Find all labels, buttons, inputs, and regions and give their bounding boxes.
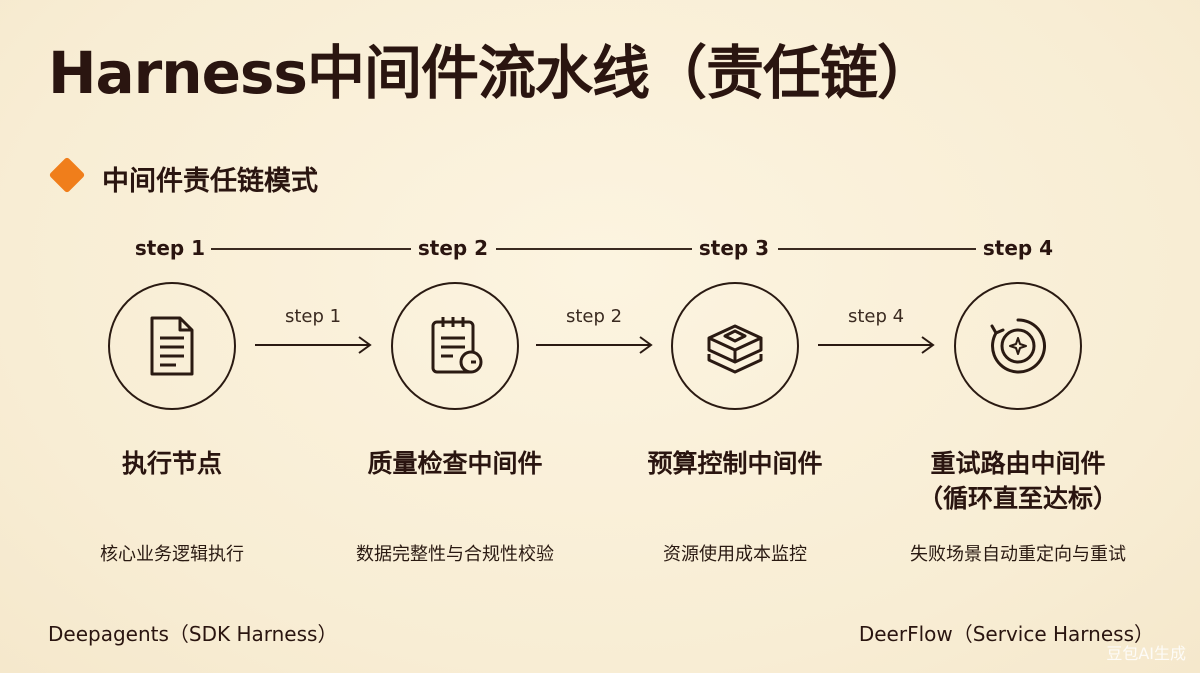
watermark: 豆包AI生成 (1106, 644, 1186, 663)
node-desc-3: 资源使用成本监控 (663, 544, 807, 565)
footer-left: Deepagents（SDK Harness） (48, 622, 338, 646)
flow-arrow-3: step 4 (816, 306, 936, 356)
right-arrow-icon (818, 336, 935, 354)
right-arrow-icon (536, 336, 653, 354)
arrow-label-2: step 2 (565, 306, 623, 327)
node-title-2: 质量检查中间件 (367, 449, 543, 478)
node-title-4-note: （循环直至达标） (917, 484, 1118, 513)
step-node-1 (108, 282, 236, 410)
step-label-3: step 3 (698, 236, 770, 260)
step-node-2 (391, 282, 519, 410)
connector-line-1 (211, 248, 411, 250)
page-title: Harness中间件流水线（责任链） (48, 39, 935, 107)
right-arrow-icon (255, 336, 372, 354)
connector-line-3 (778, 248, 976, 250)
node-desc-2: 数据完整性与合规性校验 (356, 544, 554, 565)
flow-arrow-2: step 2 (534, 306, 654, 356)
checklist-icon (431, 317, 483, 374)
step-label-4: step 4 (982, 236, 1054, 260)
footer-right: DeerFlow（Service Harness） (858, 622, 1154, 646)
connector-line-2 (496, 248, 692, 250)
flow-arrow-1: step 1 (253, 306, 373, 356)
retry-cycle-icon (990, 318, 1047, 374)
node-title-3: 预算控制中间件 (647, 449, 823, 478)
arrow-label-1: step 1 (284, 306, 342, 327)
node-title-1: 执行节点 (121, 449, 222, 478)
node-desc-4: 失败场景自动重定向与重试 (910, 544, 1126, 565)
document-icon (150, 316, 194, 376)
arrow-label-3: step 4 (847, 306, 905, 327)
step-node-3 (671, 282, 799, 410)
node-title-4: 重试路由中间件 （循环直至达标） (888, 446, 1148, 516)
cube-stack-icon (707, 324, 763, 374)
node-desc-1: 核心业务逻辑执行 (100, 544, 244, 565)
diamond-bullet-icon (48, 156, 86, 194)
step-node-4 (954, 282, 1082, 410)
section-subtitle: 中间件责任链模式 (102, 166, 318, 197)
step-label-2: step 2 (417, 236, 489, 260)
step-label-1: step 1 (134, 236, 206, 260)
